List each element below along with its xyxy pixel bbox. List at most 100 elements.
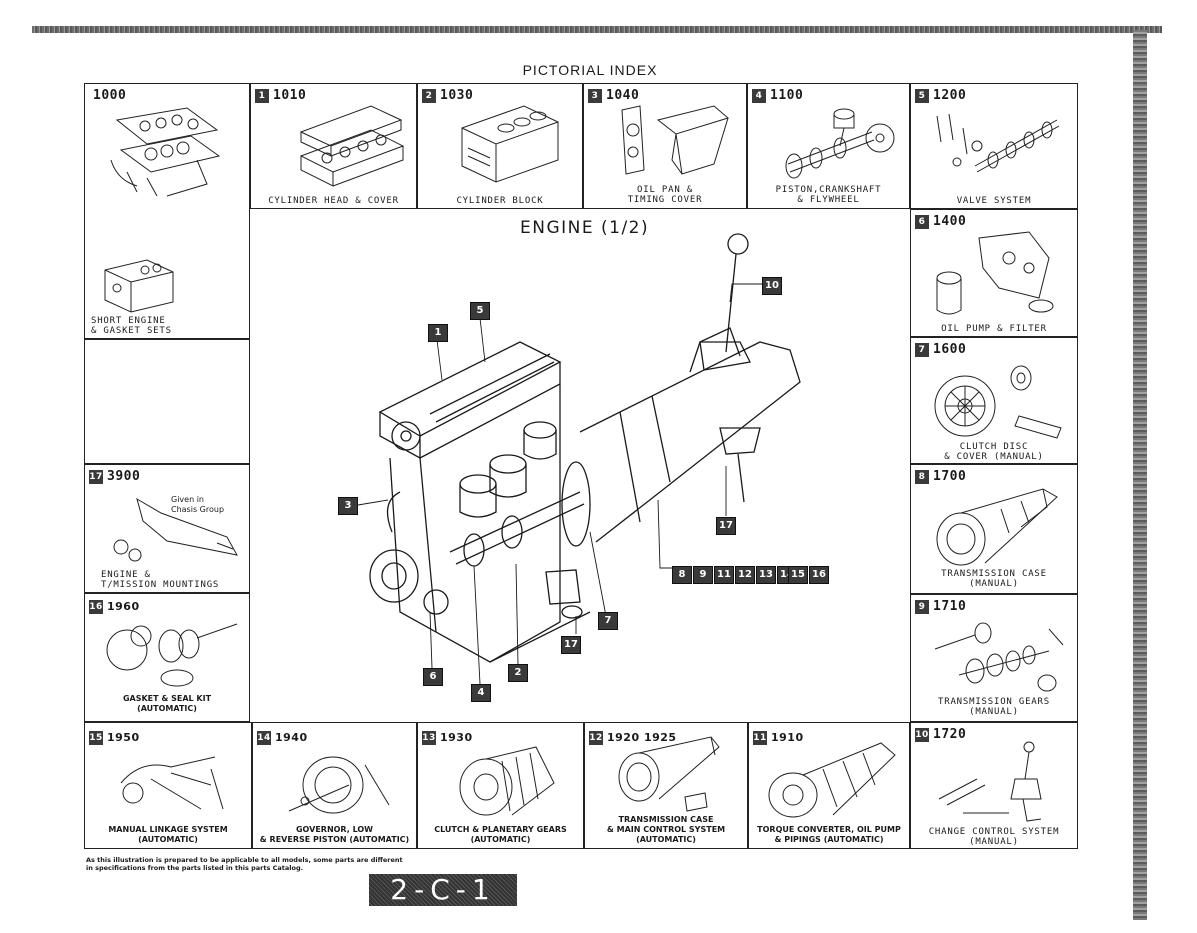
part-note: Given in Chasis Group bbox=[171, 495, 225, 514]
cell-1400[interactable]: 6 1400 OIL PUMP & FILTER bbox=[910, 209, 1078, 337]
cell-1720[interactable]: 10 1720 CHANGE CONTROL SYSTEM (MANUAL) bbox=[910, 722, 1078, 849]
cylinder-head-icon bbox=[299, 105, 405, 187]
automatic-case-icon bbox=[618, 736, 720, 812]
callout-5: 5 bbox=[470, 302, 490, 320]
cell-1010[interactable]: 1 1010 CYLINDER HEAD & COVER bbox=[250, 83, 417, 209]
part-caption: CLUTCH & PLANETARY GEARS (AUTOMATIC) bbox=[434, 825, 567, 844]
callout-4: 4 bbox=[471, 684, 491, 702]
group-number-badge: 6 bbox=[915, 215, 929, 229]
group-number-badge: 13 bbox=[422, 731, 436, 745]
callout-10: 10 bbox=[762, 277, 782, 295]
group-number-badge: 9 bbox=[915, 600, 929, 614]
callout-12: 12 bbox=[735, 566, 755, 584]
crankshaft-icon bbox=[785, 108, 895, 179]
callout-9: 9 bbox=[693, 566, 713, 584]
group-number-badge: 10 bbox=[915, 728, 929, 742]
group-number-badge: 4 bbox=[752, 89, 766, 103]
cell-empty-left bbox=[84, 339, 250, 464]
clutch-pack-icon bbox=[459, 746, 555, 816]
clutch-disc-icon bbox=[934, 365, 1062, 439]
part-caption: CLUTCH DISC & COVER (MANUAL) bbox=[944, 442, 1044, 462]
part-code: 1040 bbox=[606, 88, 640, 103]
callout-8: 8 bbox=[672, 566, 692, 584]
part-code: 1720 bbox=[933, 727, 967, 742]
group-number-badge: 8 bbox=[915, 470, 929, 484]
part-code: 1960 bbox=[107, 600, 140, 613]
part-caption: TRANSMISSION CASE & MAIN CONTROL SYSTEM … bbox=[606, 815, 726, 844]
callout-11: 11 bbox=[714, 566, 734, 584]
part-caption: CYLINDER BLOCK bbox=[456, 196, 544, 206]
page-title: PICTORIAL INDEX bbox=[522, 62, 658, 78]
callout-17-lower: 17 bbox=[561, 636, 581, 654]
cell-1000[interactable]: 1000 SHORT ENGINE & GASKET SETS bbox=[84, 83, 250, 339]
callout-3: 3 bbox=[338, 497, 358, 515]
part-code: 1200 bbox=[933, 88, 967, 103]
group-number-badge: 7 bbox=[915, 343, 929, 357]
cell-1930[interactable]: 13 1930 CLUTCH & PLANETARY GEARS (AUTOMAT… bbox=[417, 722, 584, 849]
top-scan-border bbox=[32, 26, 1162, 33]
callout-17-upper: 17 bbox=[716, 517, 736, 535]
shift-lever-icon bbox=[938, 741, 1042, 822]
cell-1950[interactable]: 15 1950 MANUAL LINKAGE SYSTEM (AUTOMATIC) bbox=[84, 722, 252, 849]
part-caption: TRANSMISSION CASE (MANUAL) bbox=[941, 569, 1047, 589]
part-code: 1000 bbox=[93, 88, 127, 103]
group-number-badge: 16 bbox=[89, 600, 103, 614]
part-code: 1010 bbox=[273, 88, 307, 103]
part-code: 1940 bbox=[275, 731, 308, 744]
part-caption: CHANGE CONTROL SYSTEM (MANUAL) bbox=[928, 827, 1060, 847]
part-code: 1930 bbox=[440, 731, 473, 744]
part-caption: OIL PUMP & FILTER bbox=[941, 324, 1047, 334]
part-code: 1400 bbox=[933, 214, 967, 229]
engine-title: ENGINE (1/2) bbox=[520, 218, 650, 238]
part-caption: MANUAL LINKAGE SYSTEM (AUTOMATIC) bbox=[108, 825, 228, 844]
cell-1040[interactable]: 3 1040 OIL PAN & TIMING COVER bbox=[583, 83, 747, 209]
short-engine-icon bbox=[104, 259, 174, 313]
part-code: 1600 bbox=[933, 342, 967, 357]
camshaft-icon bbox=[936, 113, 1060, 173]
part-code: 1700 bbox=[933, 469, 967, 484]
part-caption: TRANSMISSION GEARS (MANUAL) bbox=[938, 697, 1050, 717]
cell-1700[interactable]: 8 1700 TRANSMISSION CASE (MANUAL) bbox=[910, 464, 1078, 594]
part-code: 1920 1925 bbox=[607, 731, 677, 744]
part-caption: GOVERNOR, LOW & REVERSE PISTON (AUTOMATI… bbox=[259, 825, 410, 844]
group-number-badge: 5 bbox=[915, 89, 929, 103]
right-scan-border bbox=[1133, 30, 1147, 920]
group-number-badge: 2 bbox=[422, 89, 436, 103]
cell-1600[interactable]: 7 1600 CLUTCH DISC & COVER (MANUAL) bbox=[910, 337, 1078, 464]
torque-converter-icon bbox=[768, 742, 896, 818]
engine-assembly-illustration bbox=[357, 233, 801, 685]
part-caption: OIL PAN & TIMING COVER bbox=[627, 185, 703, 205]
gasket-set-icon bbox=[110, 107, 221, 197]
cell-1960[interactable]: 16 1960 GASKET & SEAL KIT (AUTOMATIC) bbox=[84, 593, 250, 722]
callout-6: 6 bbox=[423, 668, 443, 686]
part-code: 1710 bbox=[933, 599, 967, 614]
part-code: 3900 bbox=[107, 469, 141, 484]
oil-pump-icon bbox=[936, 231, 1054, 315]
cell-1920[interactable]: 12 1920 1925 TRANSMISSION CASE & MAIN CON… bbox=[584, 722, 748, 849]
group-number-badge: 12 bbox=[589, 731, 603, 745]
callout-2: 2 bbox=[508, 664, 528, 682]
group-number-badge: 17 bbox=[89, 470, 103, 484]
group-number-badge: 11 bbox=[753, 731, 767, 745]
linkage-icon bbox=[120, 756, 224, 810]
cylinder-block-icon bbox=[461, 105, 559, 183]
cell-1710[interactable]: 9 1710 TRANSMISSION GEARS (MANUAL) bbox=[910, 594, 1078, 722]
part-caption: TORQUE CONVERTER, OIL PUMP & PIPINGS (AU… bbox=[757, 825, 901, 844]
group-number-badge: 15 bbox=[89, 731, 103, 745]
transmission-case-icon bbox=[936, 488, 1058, 566]
group-number-badge: 3 bbox=[588, 89, 602, 103]
group-number-badge: 1 bbox=[255, 89, 269, 103]
part-caption: CYLINDER HEAD & COVER bbox=[268, 196, 399, 206]
engine-mount-icon bbox=[113, 497, 238, 562]
callout-7: 7 bbox=[598, 612, 618, 630]
governor-icon bbox=[288, 756, 390, 814]
transmission-gears-icon bbox=[934, 622, 1064, 692]
part-code: 1950 bbox=[107, 731, 140, 744]
part-caption: GASKET & SEAL KIT (AUTOMATIC) bbox=[122, 694, 212, 713]
